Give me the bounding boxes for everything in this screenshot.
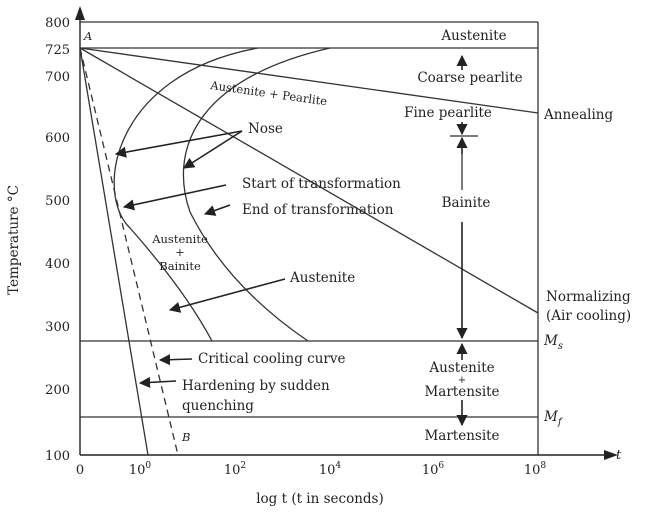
region-austenite-top: Austenite — [440, 28, 506, 44]
normalizing-label-1: Normalizing — [546, 289, 631, 305]
pointer-arrows — [114, 130, 286, 389]
nose-arrow-2 — [183, 130, 243, 169]
end-of-transformation-curve — [182, 47, 331, 342]
ms-label: Ms — [543, 333, 563, 352]
x-axis-arrowhead — [604, 450, 618, 460]
y-tick-600: 600 — [45, 131, 70, 146]
hardening-quench-line — [79, 47, 149, 456]
x-tick-10-4: 104 — [319, 461, 342, 478]
region-separators — [450, 54, 478, 427]
annealing-label: Annealing — [543, 107, 614, 123]
point-b: B — [181, 430, 190, 444]
y-axis-arrowhead — [75, 6, 85, 20]
region-austenite-martensite-1: Austenite — [428, 360, 494, 376]
end-of-transformation-label: End of transformation — [242, 202, 394, 218]
region-coarse-pearlite: Coarse pearlite — [417, 70, 522, 86]
mf-label: Mf — [543, 409, 564, 428]
x-axis-title: log t (t in seconds) — [256, 491, 384, 507]
end-arrow — [203, 204, 231, 216]
y-tick-300: 300 — [45, 320, 70, 335]
nose-label: Nose — [248, 121, 283, 137]
y-axis-title: Temperature °C — [6, 185, 22, 295]
region-austenite-bainite-2: Bainite — [159, 259, 201, 273]
austenite-arrow — [168, 278, 286, 313]
region-austenite-bainite-1: Austenite — [151, 232, 208, 246]
region-austenite-bainite-plus: + — [175, 245, 185, 259]
nose-arrow-1 — [114, 130, 243, 158]
annealing-curve — [79, 47, 539, 114]
austenite-label: Austenite — [289, 270, 355, 286]
region-bainite: Bainite — [442, 195, 491, 211]
region-austenite-martensite-2: Martensite — [424, 384, 499, 400]
y-tick-200: 200 — [45, 383, 70, 398]
x-axis-end-label: t — [616, 448, 622, 463]
x-tick-10-2: 102 — [224, 461, 246, 478]
x-tick-10-8: 108 — [524, 461, 547, 478]
hardening-label-1: Hardening by sudden — [182, 378, 330, 394]
x-tick-10-0: 100 — [129, 461, 152, 478]
x-tick-0: 0 — [76, 463, 84, 478]
start-of-transformation-label: Start of transformation — [242, 176, 401, 192]
y-tick-labels: 800 725 700 600 500 400 300 200 100 — [45, 16, 70, 464]
x-tick-labels: 0 100 102 104 106 108 t — [76, 448, 622, 478]
start-of-transformation-curve — [113, 47, 259, 342]
critical-cooling-curve — [79, 47, 179, 456]
x-tick-10-6: 106 — [422, 461, 445, 478]
y-tick-500: 500 — [45, 194, 70, 209]
critical-cooling-label: Critical cooling curve — [198, 351, 345, 367]
region-austenite-pearlite: Austenite + Pearlite — [209, 78, 329, 108]
y-tick-725: 725 — [45, 43, 70, 58]
hardening-arrow — [138, 376, 177, 389]
region-fine-pearlite: Fine pearlite — [404, 105, 492, 121]
diagram-frame — [80, 21, 539, 455]
normalizing-label-2: (Air cooling) — [546, 308, 631, 324]
region-martensite: Martensite — [424, 428, 499, 444]
y-tick-700: 700 — [45, 70, 70, 85]
start-arrow — [122, 184, 227, 211]
y-tick-800: 800 — [45, 16, 70, 31]
y-tick-400: 400 — [45, 257, 70, 272]
hardening-label-2: quenching — [182, 398, 254, 414]
y-tick-100: 100 — [45, 449, 70, 464]
region-austenite-martensite-plus: + — [458, 375, 466, 386]
critical-arrow — [158, 354, 193, 366]
point-a: A — [83, 29, 92, 43]
